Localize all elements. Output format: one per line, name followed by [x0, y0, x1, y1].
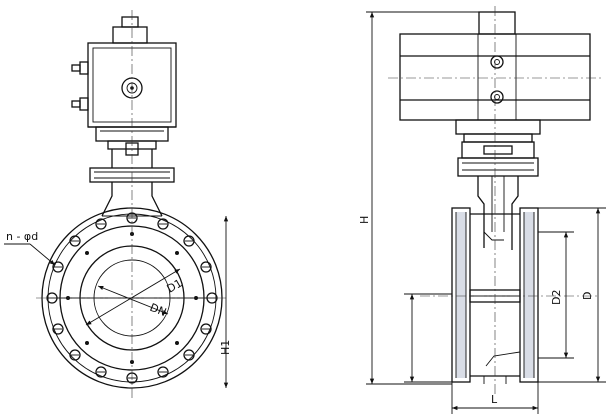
- front-actuator: [71, 16, 177, 142]
- bolt-hole: [95, 218, 107, 230]
- l-label: L: [491, 393, 498, 406]
- bore-dimension: [404, 293, 452, 383]
- dn-dimension-line: [97, 285, 169, 315]
- bolt-hole: [69, 235, 81, 247]
- h1-label: H1: [219, 340, 232, 355]
- front-seat-dots: [66, 232, 198, 364]
- side-yoke: [455, 119, 541, 177]
- d-dimension: [538, 207, 606, 383]
- h-dimension: [366, 11, 479, 385]
- d2-label: D2: [550, 290, 563, 305]
- bolt-hole: [157, 366, 169, 378]
- bolt-hole-leader: [29, 243, 56, 266]
- bolt-hole: [95, 366, 107, 378]
- bolt-hole: [52, 323, 64, 335]
- side-left-flange: [451, 207, 471, 383]
- front-view: n - φd D1 DN H1: [4, 10, 232, 398]
- bolt-hole: [183, 349, 195, 361]
- side-view: H D2 D L: [358, 6, 606, 414]
- l-dimension: [451, 382, 539, 414]
- bolt-hole: [52, 261, 64, 273]
- bolt-hole: [157, 218, 169, 230]
- bolt-hole: [183, 235, 195, 247]
- d1-label: D1: [165, 277, 185, 296]
- d2-dimension: [538, 231, 574, 359]
- bolt-hole: [200, 261, 212, 273]
- side-right-flange: [519, 207, 539, 383]
- d-label: D: [581, 292, 594, 300]
- bolt-hole: [69, 349, 81, 361]
- h-label: H: [358, 216, 371, 224]
- bolt-hole: [200, 323, 212, 335]
- side-neck: [477, 176, 519, 250]
- bolt-holes-label: n - φd: [6, 230, 38, 243]
- dn-label: DN: [148, 301, 168, 319]
